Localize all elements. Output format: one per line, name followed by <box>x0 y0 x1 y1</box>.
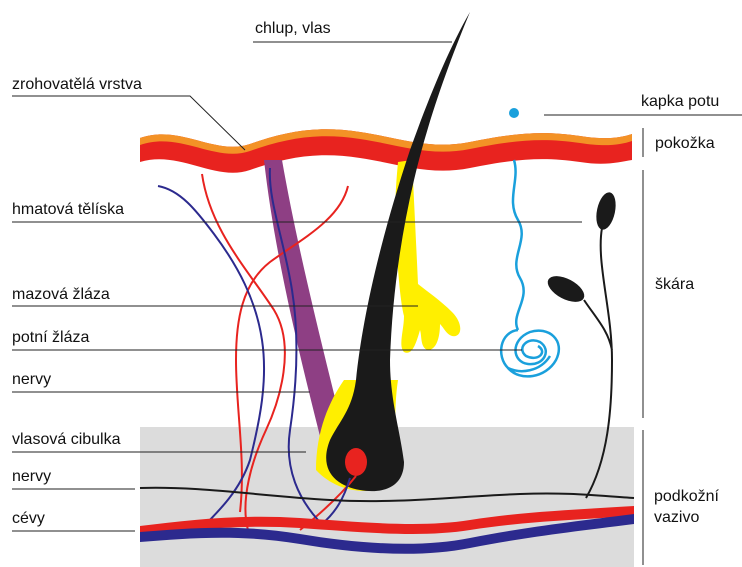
hair-papilla <box>345 448 367 476</box>
label-dermis: škára <box>655 276 694 294</box>
label-hair: chlup, vlas <box>255 20 331 38</box>
label-sweat-drop: kapka potu <box>641 93 719 111</box>
label-nerves-lower: nervy <box>12 468 51 486</box>
leader-stratum <box>12 96 245 150</box>
label-touch-corpuscles: hmatová tělíska <box>12 201 124 219</box>
label-epidermis: pokožka <box>655 135 715 153</box>
hair-shaft <box>326 12 470 491</box>
touch-corpuscle-upper <box>593 191 619 232</box>
label-subcutis-2: vazivo <box>654 509 699 527</box>
sweat-drop <box>509 108 519 118</box>
sweat-gland-coil <box>501 330 559 376</box>
label-stratum-corneum: zrohovatělá vrstva <box>12 76 142 94</box>
label-subcutis-1: podkožní <box>654 488 719 506</box>
sweat-duct <box>513 160 524 330</box>
label-nerves-upper: nervy <box>12 371 51 389</box>
label-sweat-gland: potní žláza <box>12 329 89 347</box>
label-hair-bulb: vlasová cibulka <box>12 431 121 449</box>
label-vessels: cévy <box>12 510 45 528</box>
label-sebaceous-gland: mazová žláza <box>12 286 110 304</box>
touch-corpuscle-lower <box>544 271 589 307</box>
